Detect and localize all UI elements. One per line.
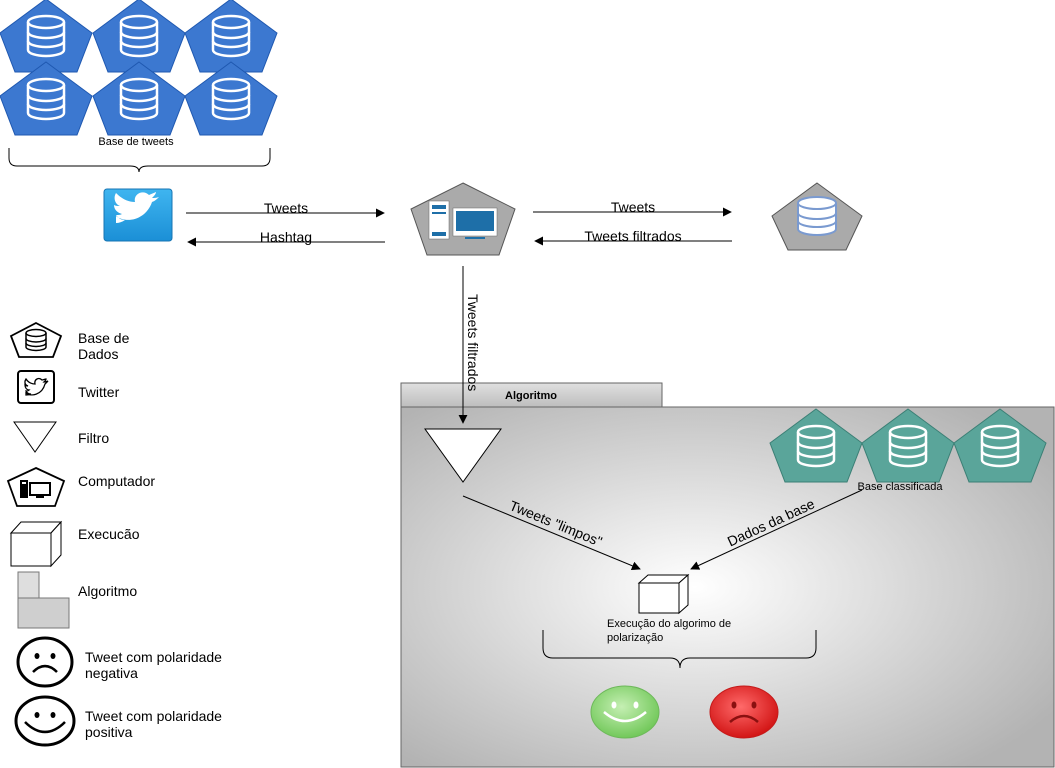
legend-filter-label: Filtro <box>78 430 110 446</box>
arrow-base-to-execution <box>690 489 863 570</box>
legend-filter-icon <box>13 421 57 453</box>
computer-icon <box>410 182 516 256</box>
database-icon <box>92 61 186 136</box>
database-icon <box>92 0 186 73</box>
legend-database-icon <box>9 321 63 358</box>
legend-negative-smiley-icon <box>16 636 74 688</box>
label-tweets: Tweets <box>264 200 308 216</box>
label-hashtag: Hashtag <box>260 229 312 245</box>
results-brace <box>542 630 817 669</box>
positive-smiley-icon <box>590 685 660 739</box>
legend-twitter-icon <box>17 370 55 404</box>
arrow-filter-to-execution <box>462 495 641 571</box>
legend-negative-label: Tweet com polaridade negativa <box>85 649 222 681</box>
legend-algorithm-label: Algoritmo <box>78 583 138 599</box>
execution-label-line2: polarização <box>607 632 663 644</box>
legend-algorithm-icon <box>17 571 70 629</box>
legend-database-line2: Dados <box>78 346 119 362</box>
legend-computer-icon <box>6 467 66 507</box>
execution-label-line1: Execução do algorimo de <box>607 618 731 630</box>
filtered-database-icon <box>771 182 863 251</box>
tweet-base-label: Base de tweets <box>98 136 174 148</box>
legend-positive-line2: positiva <box>85 724 133 740</box>
legend <box>6 321 76 747</box>
database-icon <box>0 61 93 136</box>
negative-smiley-icon <box>709 685 779 739</box>
legend-database-label: Base de Dados <box>78 330 129 362</box>
legend-negative-line2: negativa <box>85 665 138 681</box>
legend-execution-icon <box>9 520 63 568</box>
label-tweets-db: Tweets <box>611 199 655 215</box>
execution-cube-icon <box>637 573 690 615</box>
database-icon <box>184 61 278 136</box>
classified-database-cluster <box>769 408 1047 483</box>
classified-base-label: Base classificada <box>858 481 944 493</box>
filter-icon <box>424 428 502 483</box>
legend-database-line1: Base de <box>78 330 130 346</box>
legend-negative-line1: Tweet com polaridade <box>85 649 222 665</box>
tweet-database-cluster <box>0 0 278 136</box>
group-brace <box>8 148 271 173</box>
legend-positive-line1: Tweet com polaridade <box>85 708 222 724</box>
algorithm-title: Algoritmo <box>505 390 557 402</box>
legend-positive-smiley-icon <box>14 695 76 747</box>
legend-positive-label: Tweet com polaridade positiva <box>85 708 222 740</box>
twitter-icon <box>103 188 173 242</box>
legend-computer-label: Computador <box>78 473 156 489</box>
label-vertical-tweets-filtrados: Tweets filtrados <box>465 294 481 391</box>
database-icon <box>184 0 278 73</box>
database-icon <box>0 0 93 73</box>
legend-execution-label: Execucão <box>78 526 140 542</box>
legend-twitter-label: Twitter <box>78 384 120 400</box>
label-tweets-filtrados: Tweets filtrados <box>584 228 681 244</box>
